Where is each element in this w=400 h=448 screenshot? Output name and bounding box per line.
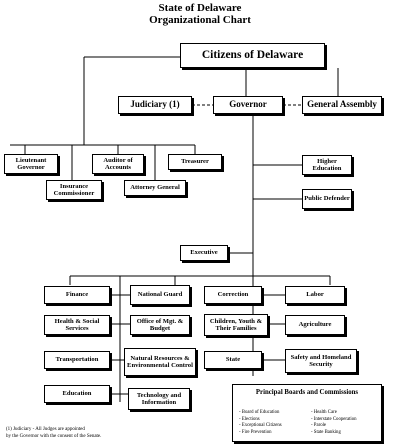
insurance-commissioner-box: Insurance Commissioner — [46, 180, 102, 200]
board-item: Elections — [239, 417, 282, 424]
agriculture-box: Agriculture — [285, 315, 345, 335]
correction-box: Correction — [204, 286, 262, 304]
board-item: Health Care — [311, 410, 357, 417]
judiciary-box: Judiciary (1) — [118, 96, 192, 114]
transportation-box: Transportation — [44, 351, 110, 369]
board-item: Parole — [311, 423, 357, 430]
office-mgt-budget-box: Office of Mgt. & Budget — [130, 315, 190, 335]
citizens-box: Citizens of Delaware — [180, 43, 325, 68]
attorney-general-box: Attorney General — [124, 180, 186, 196]
board-item: Fire Prevention — [239, 430, 282, 437]
natural-resources-box: Natural Resources & Environmental Contro… — [124, 348, 196, 376]
higher-education-box: Higher Education — [302, 155, 352, 175]
education-box: Education — [44, 385, 110, 403]
board-item: Exceptional Citizens — [239, 423, 282, 430]
auditor-box: Auditor of Accounts — [92, 154, 144, 174]
chart-title-line2: Organizational Chart — [149, 14, 251, 26]
lieutenant-governor-box: Lieutenant Governor — [4, 154, 58, 174]
boards-commissions-panel: Principal Boards and Commissions Board o… — [232, 384, 382, 442]
board-item: Interstate Cooperation — [311, 417, 357, 424]
treasurer-box: Treasurer — [168, 154, 222, 170]
executive-box: Executive — [180, 245, 228, 261]
state-box: State — [204, 351, 262, 369]
labor-box: Labor — [285, 286, 345, 304]
chart-title-line1: State of Delaware — [158, 2, 242, 14]
footnote: (1) Judiciary - All Judges are appointed… — [6, 426, 216, 440]
national-guard-box: National Guard — [130, 285, 190, 305]
board-item: State Banking — [311, 430, 357, 437]
health-social-services-box: Health & Social Services — [44, 315, 110, 335]
boards-title: Principal Boards and Commissions — [255, 389, 359, 396]
general-assembly-box: General Assembly — [302, 96, 382, 114]
board-item: Board of Education — [239, 410, 282, 417]
boards-list-left: Board of Education Elections Exceptional… — [239, 410, 282, 436]
governor-box: Governor — [213, 96, 283, 114]
technology-information-box: Technology and Information — [128, 388, 190, 410]
footnote-line2: by the Governor with the consent of the … — [6, 434, 102, 439]
children-youth-families-box: Children, Youth & Their Families — [204, 314, 268, 336]
boards-list-right: Health Care Interstate Cooperation Parol… — [311, 410, 357, 436]
public-defender-box: Public Defender — [302, 189, 352, 209]
footnote-line1: (1) Judiciary - All Judges are appointed — [6, 427, 85, 432]
safety-homeland-security-box: Safety and Homeland Security — [285, 349, 357, 373]
finance-box: Finance — [44, 286, 110, 304]
